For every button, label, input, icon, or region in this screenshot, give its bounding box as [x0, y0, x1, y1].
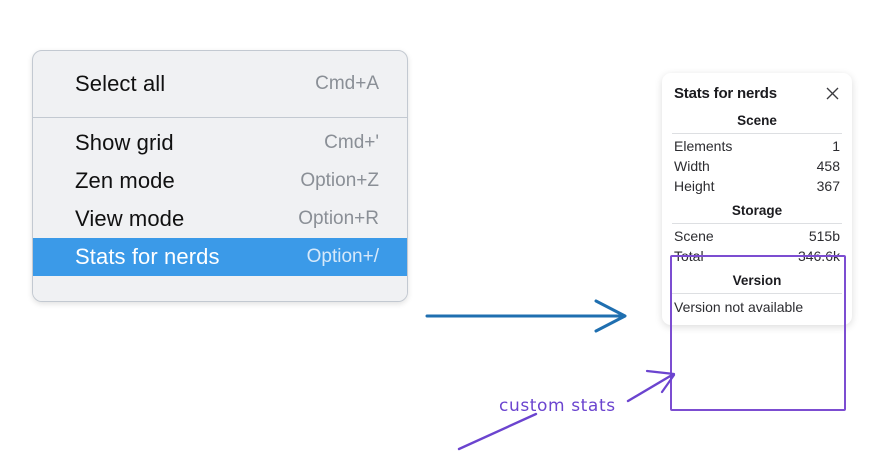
stat-label: Width: [674, 158, 710, 174]
purple-arrow-icon: [626, 369, 676, 403]
stats-section-heading-version: Version: [732, 273, 782, 288]
menu-group-2: Show grid Cmd+' Zen mode Option+Z View m…: [33, 118, 407, 282]
menu-group-1: Select all Cmd+A: [33, 51, 407, 117]
annotation-label-custom-stats: custom stats: [499, 396, 616, 416]
stat-value: 1: [832, 138, 840, 154]
stat-row-width: Width 458: [662, 156, 852, 176]
stats-divider: [672, 223, 842, 224]
menu-item-zen-mode[interactable]: Zen mode Option+Z: [33, 162, 407, 200]
stats-for-nerds-panel[interactable]: Stats for nerds Scene Elements 1 Width 4…: [662, 73, 852, 325]
menu-item-shortcut: Option+R: [298, 208, 379, 229]
stats-panel-title: Stats for nerds: [674, 85, 777, 102]
purple-tail-line: [457, 412, 538, 451]
menu-item-shortcut: Option+/: [306, 246, 379, 267]
menu-item-label: Stats for nerds: [75, 244, 220, 269]
stat-value: 515b: [808, 228, 840, 244]
menu-item-shortcut: Cmd+A: [315, 73, 379, 94]
stats-divider: [672, 293, 842, 294]
stat-label: Scene: [674, 228, 714, 244]
menu-item-label: Zen mode: [75, 168, 175, 193]
stat-value: 346.6k: [797, 248, 840, 264]
menu-item-stats-for-nerds[interactable]: Stats for nerds Option+/: [33, 238, 407, 276]
stat-row-height: Height 367: [662, 176, 852, 196]
stat-row-elements: Elements 1: [662, 136, 852, 156]
stat-label: Total: [674, 248, 704, 264]
stats-section-heading-scene: Scene: [737, 113, 777, 128]
menu-item-view-mode[interactable]: View mode Option+R: [33, 200, 407, 238]
menu-item-show-grid[interactable]: Show grid Cmd+': [33, 124, 407, 162]
menu-item-label: View mode: [75, 206, 185, 231]
stats-divider: [672, 133, 842, 134]
blue-arrow-icon: [425, 299, 627, 333]
stat-row-storage-scene: Scene 515b: [662, 226, 852, 246]
menu-item-label: Show grid: [75, 130, 174, 155]
menu-footer-spacer: [33, 282, 407, 301]
version-not-available-text: Version not available: [674, 299, 804, 315]
stat-label: Height: [674, 178, 715, 194]
context-menu[interactable]: Select all Cmd+A Show grid Cmd+' Zen mod…: [32, 50, 408, 302]
stats-section-heading-storage: Storage: [731, 203, 783, 218]
menu-item-select-all[interactable]: Select all Cmd+A: [33, 65, 407, 103]
menu-item-label: Select all: [75, 71, 166, 96]
stat-label: Elements: [674, 138, 733, 154]
stats-panel-header: Stats for nerds: [662, 83, 852, 106]
close-icon[interactable]: [825, 86, 840, 101]
stat-value: 458: [816, 158, 840, 174]
menu-separator: [33, 117, 407, 118]
stat-value: 367: [816, 178, 840, 194]
menu-item-shortcut: Cmd+': [324, 132, 379, 153]
menu-item-shortcut: Option+Z: [300, 170, 379, 191]
stat-row-storage-total: Total 346.6k: [662, 246, 852, 266]
